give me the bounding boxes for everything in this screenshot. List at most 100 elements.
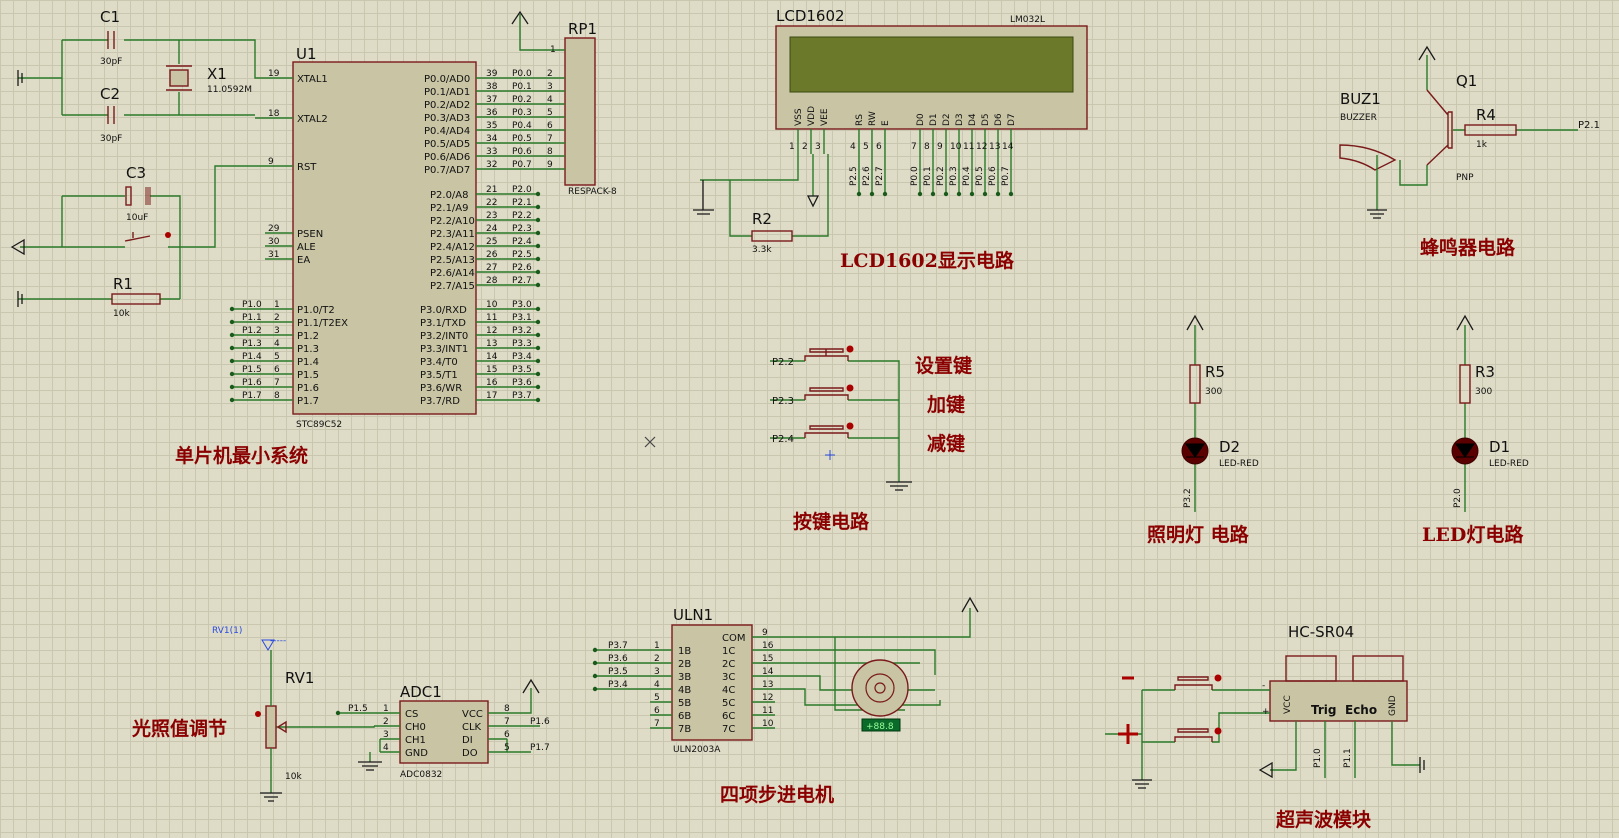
u1-pin-num-28: 28 <box>486 276 498 286</box>
uln-pin-name: 1B <box>678 646 691 657</box>
lcd-pin-num: 7 <box>911 142 917 152</box>
key-set-label: 设置键 <box>915 354 972 377</box>
uln-pin-name: 3B <box>678 672 691 683</box>
p3-net-label: P3.1 <box>512 313 532 323</box>
r2-value: 3.3k <box>752 245 772 255</box>
rp1-pin-num: 8 <box>547 147 553 157</box>
u1-pin-num-26: 26 <box>486 250 498 260</box>
u1-pin-name: P0.4/AD4 <box>424 126 470 137</box>
u1-body[interactable] <box>292 61 477 415</box>
lcd-pin-num: 14 <box>1002 142 1014 152</box>
uln2003a-body[interactable] <box>671 624 753 741</box>
u1-pin-num-16: 16 <box>486 378 498 388</box>
u1-pin-name: P3.2/INT0 <box>420 331 468 342</box>
potentiometer-rv1[interactable] <box>265 705 277 749</box>
u1-pin-name: P2.4/A12 <box>430 242 475 253</box>
u1-pin-num-38: 38 <box>486 82 498 92</box>
p2-net-label: P2.4 <box>512 237 532 247</box>
uln-pin-name: 5C <box>722 698 735 709</box>
uln-net-label: P3.4 <box>608 680 628 690</box>
adc0832-body[interactable] <box>399 700 489 764</box>
adc-pin-name-cs: CS <box>405 709 418 720</box>
uln-pin-name: 7B <box>678 724 691 735</box>
r4-ref: R4 <box>1476 106 1496 124</box>
cursor-cross-icon <box>644 436 656 448</box>
p2-net-label: P2.7 <box>512 276 532 286</box>
u1-pin-num-14: 14 <box>486 352 498 362</box>
hc-sr04-body[interactable] <box>1269 680 1408 722</box>
rp1-body[interactable] <box>564 37 596 186</box>
lcd-pin-num: 10 <box>950 142 962 152</box>
p0-net-label: P0.1 <box>512 82 532 92</box>
p1-junction <box>229 384 235 390</box>
uln-pin-num: 1 <box>654 641 660 651</box>
p1-net-label: P1.1 <box>242 313 262 323</box>
u1-pin-name: P2.2/A10 <box>430 216 475 227</box>
lcd-pin-name-d0: D0 <box>916 113 926 126</box>
p0-net-label: P0.6 <box>512 147 532 157</box>
resistor-r4[interactable] <box>1464 124 1517 136</box>
lcd-junction <box>930 191 936 197</box>
u1-pin-num-21: 21 <box>486 185 497 195</box>
u1-pin-num-24: 24 <box>486 224 498 234</box>
u1-pin-num-9: 9 <box>268 157 274 167</box>
uln-junction <box>592 686 598 692</box>
key-add-label: 加键 <box>926 393 965 416</box>
p1-junction <box>229 358 235 364</box>
resistor-r2[interactable] <box>751 230 793 242</box>
rp1-pin-num: 2 <box>547 69 553 79</box>
buzzer-circuit <box>1339 45 1578 219</box>
p3-junction <box>535 345 541 351</box>
lcd-pin-name-vss: VSS <box>794 108 804 126</box>
lcd-pin-name-d5: D5 <box>981 113 991 126</box>
p3-net-label: P3.5 <box>512 365 532 375</box>
labels: C1 30pF C2 30pF C3 10uF X1 11.0592M R1 1… <box>100 7 1600 831</box>
p2-junction <box>535 191 541 197</box>
p1-net-label: P1.3 <box>242 339 262 349</box>
adc-net-clk: P1.6 <box>530 717 550 727</box>
lcd-net-label: P0.1 <box>923 166 933 186</box>
d1-net: P2.0 <box>1453 488 1463 508</box>
uln-pin-name: 3C <box>722 672 735 683</box>
u1-pin-num-10: 10 <box>486 300 498 310</box>
lcd-pin-num: 1 <box>789 142 795 152</box>
p2-junction <box>535 243 541 249</box>
adc-pin-name-do: DO <box>462 748 478 759</box>
lcd-pin-num: 11 <box>963 142 974 152</box>
p1-junction <box>229 306 235 312</box>
d2-part: LED-RED <box>1219 459 1259 469</box>
uln-net-label: P3.6 <box>608 654 628 664</box>
u1-pin-name: P3.1/TXD <box>420 318 466 329</box>
u1-pin-name: P0.2/AD2 <box>424 100 470 111</box>
u1-pin-name: P1.1/T2EX <box>297 318 348 329</box>
uln-pin-name: 2C <box>722 659 735 670</box>
u1-pin-name: P0.5/AD5 <box>424 139 470 150</box>
resistor-r5[interactable] <box>1189 364 1201 404</box>
p3-net-label: P3.3 <box>512 339 532 349</box>
u1-pin-num-7: 7 <box>274 378 280 388</box>
lcd-junction <box>917 191 923 197</box>
hcsr04-trig: Trig <box>1311 703 1337 717</box>
hcsr04-plus: + <box>1262 707 1270 717</box>
p2-net-label: P2.1 <box>512 198 532 208</box>
u1-pin-name: P3.6/WR <box>420 383 462 394</box>
resistor-r3[interactable] <box>1459 364 1471 404</box>
uln-net-label: P3.7 <box>608 641 628 651</box>
u1-pin-name: P1.3 <box>297 344 319 355</box>
stepper-motor[interactable] <box>851 659 909 717</box>
p1-junction <box>229 332 235 338</box>
resistor-r1[interactable] <box>111 293 161 305</box>
lcd-ref: LCD1602 <box>776 7 845 25</box>
crystal-x1[interactable] <box>169 69 189 87</box>
lcd-net-label: P2.7 <box>875 166 885 186</box>
adc-pin-num: 2 <box>383 717 389 727</box>
u1-pin-name-xtal2: XTAL2 <box>297 114 328 125</box>
key-circuit <box>770 345 912 491</box>
uln-pin-name: 1C <box>722 646 735 657</box>
lcd-junction <box>943 191 949 197</box>
uln-pin-num: 6 <box>654 706 660 716</box>
r4-net: P2.1 <box>1578 120 1600 131</box>
uln-pin-num: 13 <box>762 680 773 690</box>
adc-pin-name-di: DI <box>462 735 473 746</box>
lcd-net-label: P0.5 <box>975 166 985 186</box>
